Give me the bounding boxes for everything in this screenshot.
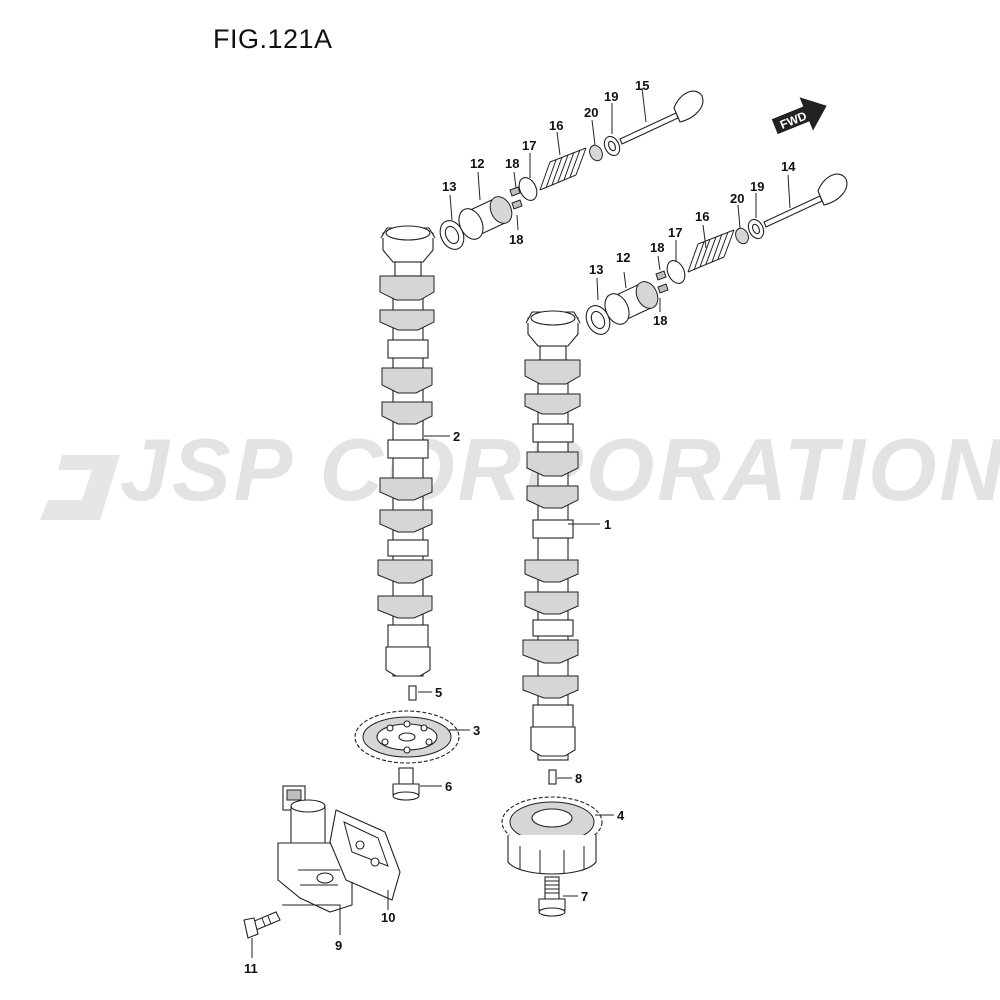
- leader-lines: [251, 87, 791, 958]
- callout-16-lower: 16: [695, 209, 709, 224]
- callout-1: 1: [604, 517, 611, 532]
- oil-control-valve-9: [277, 785, 353, 913]
- fwd-label: FWD: [778, 109, 809, 132]
- callout-9: 9: [335, 938, 342, 953]
- watermark-logo-icon: [40, 455, 120, 520]
- callout-19-lower: 19: [750, 179, 764, 194]
- callout-12-lower: 12: [616, 250, 630, 265]
- callout-16-upper: 16: [549, 118, 563, 133]
- sprocket-3: [354, 685, 460, 801]
- callout-7: 7: [581, 889, 588, 904]
- callout-labels: 1 2 3 4 5 6 7 8 9 10 11 12 12 13 13 14 1…: [244, 78, 796, 976]
- callout-18-lower-a: 18: [650, 240, 664, 255]
- gasket-10: [329, 809, 401, 901]
- callout-18-lower-b: 18: [653, 313, 667, 328]
- callout-8: 8: [575, 771, 582, 786]
- valve-spring-upper: [539, 147, 587, 191]
- callout-19-upper: 19: [604, 89, 618, 104]
- callout-14: 14: [781, 159, 796, 174]
- figure-title: FIG.121A: [213, 24, 333, 54]
- valve-train-lower: [585, 173, 848, 335]
- watermark: JSP CORPORATION: [40, 420, 1000, 520]
- callout-5: 5: [435, 685, 442, 700]
- callout-11: 11: [244, 961, 258, 976]
- valve-spring-lower: [687, 229, 735, 273]
- callout-17-upper: 17: [522, 138, 536, 153]
- callout-18-upper-b: 18: [509, 232, 523, 247]
- callout-13-lower: 13: [589, 262, 603, 277]
- callout-12-upper: 12: [470, 156, 484, 171]
- callout-6: 6: [445, 779, 452, 794]
- callout-10: 10: [381, 910, 395, 925]
- callout-20-lower: 20: [730, 191, 744, 206]
- camshaft-2: [377, 225, 436, 677]
- callout-3: 3: [473, 723, 480, 738]
- vvt-sprocket-4: [501, 769, 603, 917]
- bolt-11: [243, 911, 281, 939]
- callout-2: 2: [453, 429, 460, 444]
- callout-17-lower: 17: [668, 225, 682, 240]
- callout-15: 15: [635, 78, 649, 93]
- camshaft-1: [522, 310, 581, 761]
- valve-train-upper: [439, 90, 704, 250]
- callout-13-upper: 13: [442, 179, 456, 194]
- callout-20-upper: 20: [584, 105, 598, 120]
- callout-4: 4: [617, 808, 625, 823]
- callout-18-upper-a: 18: [505, 156, 519, 171]
- fwd-arrow-icon: FWD: [771, 97, 827, 135]
